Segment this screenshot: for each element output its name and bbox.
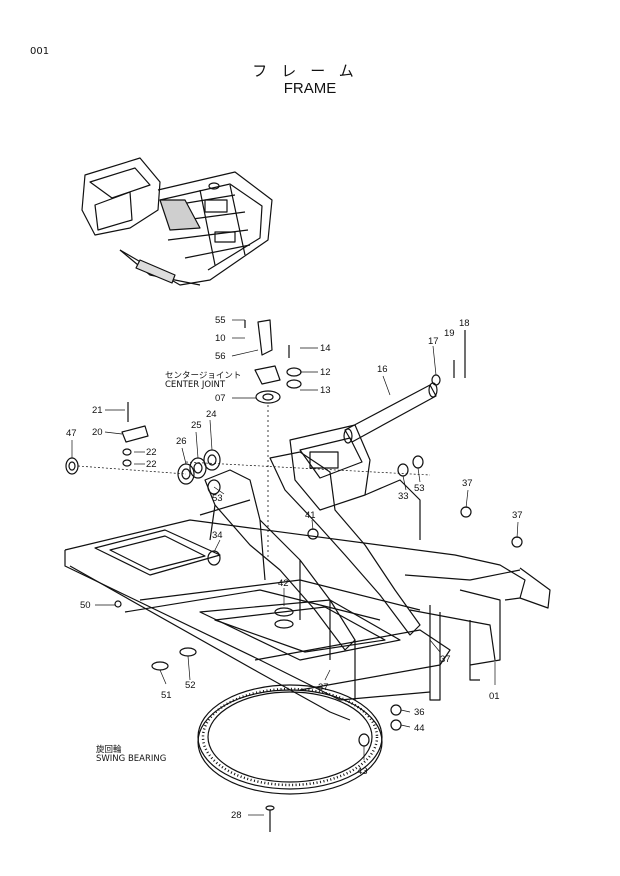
pin-16 — [343, 382, 438, 444]
part-label: 52 — [185, 680, 196, 691]
center-joint — [254, 319, 281, 560]
part-label: 18 — [459, 318, 470, 329]
shims-and-washers — [65, 320, 523, 832]
part-label: 33 — [398, 491, 409, 502]
part-label: 53 — [212, 493, 223, 504]
part-label: 17 — [428, 336, 439, 347]
part-label: 01 — [489, 691, 500, 702]
part-label: 28 — [231, 810, 242, 821]
part-label: 24 — [206, 409, 217, 420]
part-label: 37 — [512, 510, 523, 521]
part-label: 13 — [320, 385, 331, 396]
part-label: 53 — [414, 483, 425, 494]
part-label: 12 — [320, 367, 331, 378]
part-label: 51 — [161, 690, 172, 701]
part-label: 22 — [146, 447, 157, 458]
part-label: 47 — [66, 428, 77, 439]
part-label: 55 — [215, 315, 226, 326]
part-label: 19 — [444, 328, 455, 339]
part-label: 10 — [215, 333, 226, 344]
excavator-overview-inset — [81, 157, 273, 286]
upper-frame — [64, 519, 551, 721]
part-label: 20 — [92, 427, 103, 438]
part-label: 16 — [377, 364, 388, 375]
part-label: 43 — [357, 766, 368, 777]
part-label: 22 — [146, 459, 157, 470]
swing-bearing-label-jp: 旋回輪 — [96, 745, 122, 755]
boom-bracket — [199, 424, 421, 700]
part-label: 44 — [414, 723, 425, 734]
part-label: 26 — [176, 436, 187, 447]
part-label: 41 — [305, 510, 316, 521]
page-number: 001 — [30, 46, 50, 57]
part-label: 21 — [92, 405, 103, 416]
part-label: 37 — [462, 478, 473, 489]
part-label: 14 — [320, 343, 331, 354]
part-label: 37 — [318, 682, 329, 693]
part-label: 07 — [215, 393, 226, 404]
part-label: 50 — [80, 600, 91, 611]
center-joint-label-en: CENTER JOINT — [165, 380, 226, 390]
part-label: 37 — [440, 654, 451, 665]
part-label: 34 — [212, 530, 223, 541]
part-number-labels: 55 10 56 14 12 13 16 17 19 18 07 21 20 2… — [66, 315, 523, 821]
center-joint-label-jp: センタージョイント — [165, 371, 242, 381]
title-english: FRAME — [283, 80, 337, 97]
title-japanese: フレーム — [252, 62, 368, 80]
part-label: 36 — [414, 707, 425, 718]
part-label: 42 — [278, 578, 289, 589]
leader-lines — [71, 319, 519, 816]
swing-bearing-label-en: SWING BEARING — [96, 754, 167, 764]
swing-bearing-ring — [197, 684, 383, 795]
part-label: 25 — [191, 420, 202, 431]
part-label: 56 — [215, 351, 226, 362]
